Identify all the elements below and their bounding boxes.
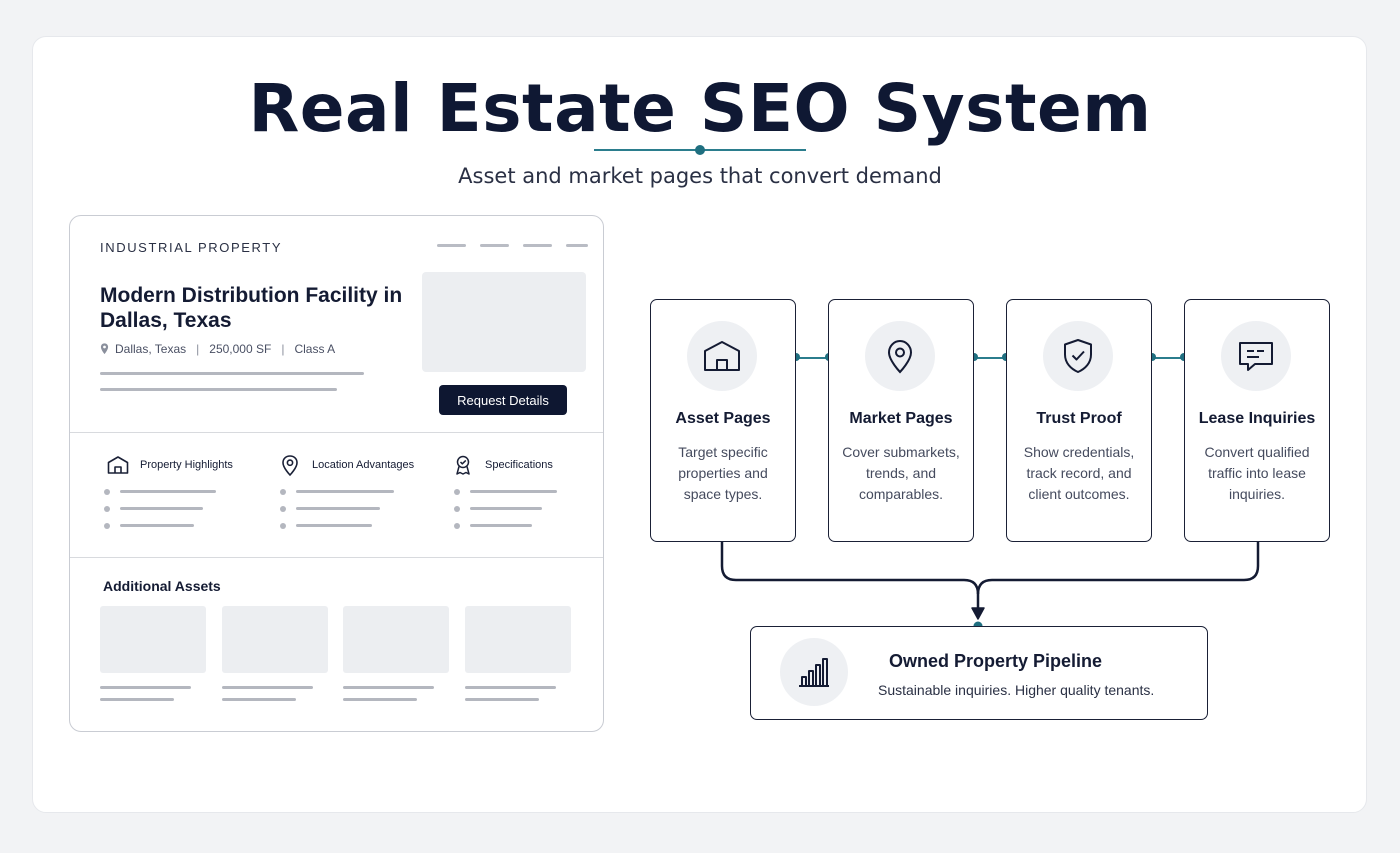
outcome-description: Sustainable inquiries. Higher quality te… [878,682,1155,698]
placeholder-line [343,698,417,701]
placeholder-line [465,698,539,701]
warehouse-icon [704,341,740,371]
mockup-eyebrow: INDUSTRIAL PROPERTY [100,240,283,255]
additional-assets-heading: Additional Assets [103,578,221,594]
list-bullet [104,523,110,529]
connector-dot [970,353,978,361]
list-bullet [280,489,286,495]
list-bullet [454,506,460,512]
list-bullet [104,506,110,512]
placeholder-line [100,698,174,701]
asset-thumbnail-placeholder [343,606,449,673]
asset-thumbnail-placeholder [465,606,571,673]
title-divider-dot [695,145,705,155]
bar-chart-icon [799,658,829,687]
feature-location-advantages: Location Advantages [278,453,414,477]
section-divider [70,557,603,558]
mockup-nav-bar [566,244,588,247]
asset-thumbnail-placeholder [222,606,328,673]
stage-description: Target specific properties and space typ… [678,444,768,502]
feature-specifications: Specifications [451,453,553,477]
request-details-button[interactable]: Request Details [439,385,567,415]
map-pin-icon [887,339,913,374]
property-page-mockup: INDUSTRIAL PROPERTY Modern Distribution … [69,215,604,732]
stage-icon-circle [687,321,757,391]
stage-connector [974,357,1006,359]
property-title: Modern Distribution Facility in Dallas, … [100,284,403,332]
placeholder-line [470,524,532,527]
list-bullet [454,489,460,495]
placeholder-line [222,686,313,689]
asset-thumbnail-placeholder [100,606,206,673]
placeholder-line [470,490,557,493]
list-bullet [280,506,286,512]
connector-dot [1148,353,1156,361]
placeholder-line [100,388,337,391]
property-location: Dallas, Texas [115,342,187,356]
connector-dot [792,353,800,361]
stage-description: Cover submarkets, trends, and comparable… [842,444,960,502]
placeholder-line [296,490,394,493]
placeholder-line [120,507,203,510]
property-class: Class A [294,342,336,356]
stage-trust-proof: Trust Proof Show credentials, track reco… [1006,299,1152,542]
list-bullet [104,489,110,495]
mockup-nav-bar [437,244,466,247]
stage-title: Asset Pages [675,410,771,427]
property-size: 250,000 SF [209,342,272,356]
mockup-nav-bar [480,244,509,247]
mockup-nav-bar [523,244,552,247]
map-pin-icon [282,455,298,477]
shield-check-icon [1064,339,1092,373]
stage-title: Market Pages [849,410,953,427]
stage-asset-pages: Asset Pages Target specific properties a… [650,299,796,542]
feature-property-highlights: Property Highlights [106,453,233,477]
map-pin-icon [100,343,109,355]
placeholder-line [100,686,191,689]
outcome-icon-circle [780,638,848,706]
stage-title: Lease Inquiries [1198,410,1316,427]
section-divider [70,432,603,433]
list-bullet [280,523,286,529]
chat-message-icon [1239,342,1273,371]
stage-icon-circle [1043,321,1113,391]
feature-label: Location Advantages [312,459,415,471]
list-bullet [454,523,460,529]
meta-separator: | [281,342,285,356]
placeholder-line [120,524,194,527]
property-image-placeholder [422,272,586,372]
award-badge-icon [456,455,470,475]
placeholder-line [120,490,216,493]
stage-connector [796,357,829,359]
stage-title: Trust Proof [1036,410,1122,427]
property-meta: Dallas, Texas | 250,000 SF | Class A [100,342,335,356]
outcome-owned-property-pipeline: Owned Property Pipeline Sustainable inqu… [750,626,1208,720]
feature-label: Property Highlights [140,459,233,471]
stage-description: Show credentials, track record, and clie… [1023,444,1135,502]
warehouse-icon [107,456,129,474]
stage-connector [1152,357,1184,359]
stage-icon-circle [1221,321,1291,391]
placeholder-line [465,686,556,689]
placeholder-line [343,686,434,689]
placeholder-line [296,524,372,527]
placeholder-line [296,507,380,510]
stage-lease-inquiries: Lease Inquiries Convert qualified traffi… [1184,299,1330,542]
placeholder-line [100,372,364,375]
stage-icon-circle [865,321,935,391]
stage-market-pages: Market Pages Cover submarkets, trends, a… [828,299,974,542]
page-title: Real Estate SEO System [248,70,1152,147]
placeholder-line [222,698,296,701]
stage-description: Convert qualified traffic into lease inq… [1204,444,1310,502]
feature-label: Specifications [485,459,553,471]
meta-separator: | [196,342,200,356]
placeholder-line [470,507,542,510]
outcome-title: Owned Property Pipeline [889,651,1103,671]
page-subtitle: Asset and market pages that convert dema… [458,164,942,188]
